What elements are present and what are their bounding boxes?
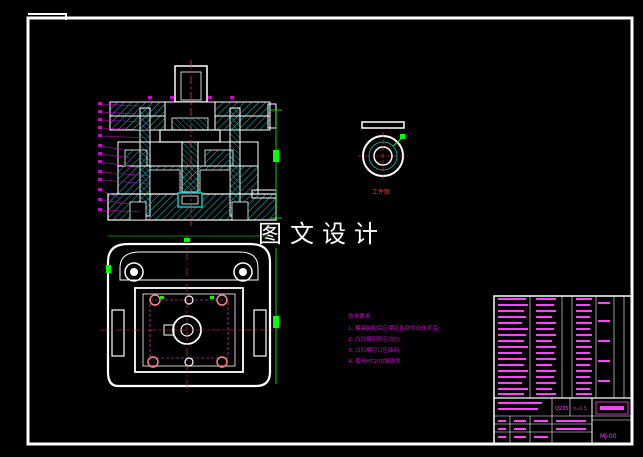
sheet-border bbox=[26, 13, 634, 446]
workpiece-detail-view[interactable] bbox=[358, 121, 408, 180]
part-number-marks bbox=[98, 96, 234, 211]
plan-view[interactable] bbox=[100, 235, 279, 392]
drawing-code: MJ-00 bbox=[600, 433, 617, 440]
technical-notes: 技术要求: 1. 模具装配后应保证各部件动作灵活; 2. 凸凹模间隙应均匀; 3… bbox=[348, 312, 439, 365]
parts-list-entries bbox=[498, 298, 610, 438]
watermark-text: 图文设计 bbox=[258, 220, 386, 248]
detail-view-label: 工件图 bbox=[372, 188, 390, 196]
notes-heading: 技术要求: bbox=[348, 312, 372, 320]
title-block[interactable]: Q235 t=1.5 MJ-00 bbox=[493, 295, 633, 445]
thickness-label: t=1.5 bbox=[574, 406, 587, 412]
note-line-2: 2. 凸凹模间隙应均匀; bbox=[348, 335, 401, 343]
note-line-3: 3. 凸凹模刃口应锋利; bbox=[348, 346, 401, 354]
front-section-view[interactable] bbox=[98, 60, 282, 226]
note-line-4: 4. 使用HT200铸铁件. bbox=[348, 357, 402, 365]
part-leaders bbox=[99, 98, 233, 213]
parts-list-grid bbox=[494, 296, 632, 444]
material-label: Q235 bbox=[555, 406, 568, 412]
note-line-1: 1. 模具装配后应保证各部件动作灵活; bbox=[348, 324, 439, 332]
